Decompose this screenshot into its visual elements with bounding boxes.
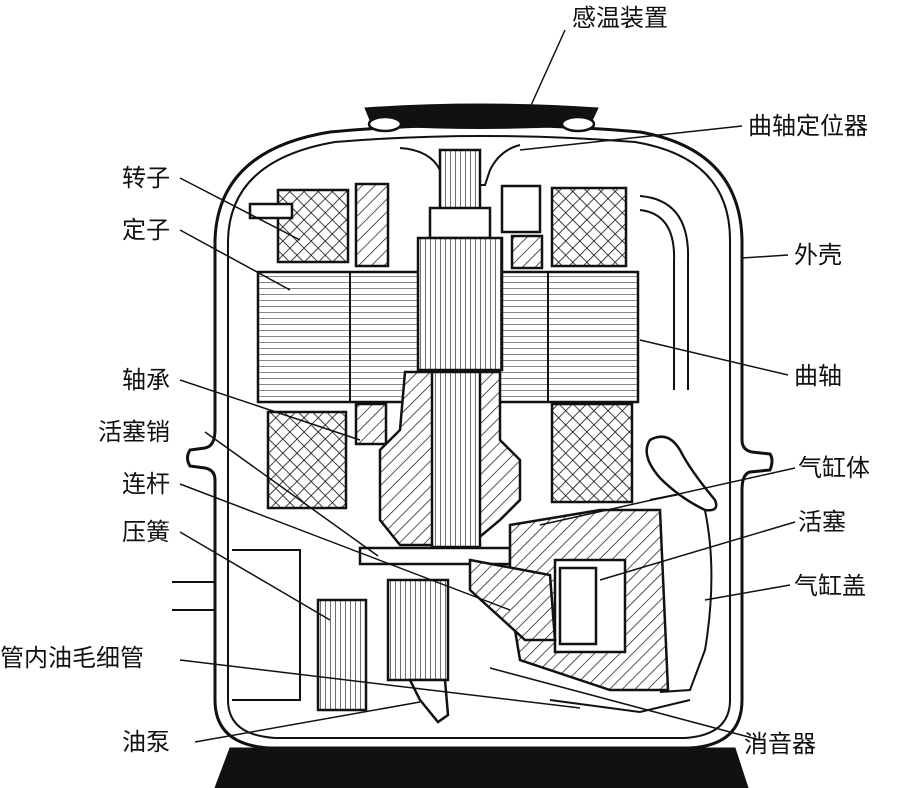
label-crankshaft: 曲轴	[794, 362, 842, 390]
label-muffler: 消音器	[744, 730, 816, 758]
rotor-upper-right	[510, 234, 544, 270]
rotor-lower-left	[354, 402, 388, 446]
connecting-rod	[468, 558, 557, 642]
oil-pump	[386, 578, 450, 682]
winding-upper-right	[550, 186, 628, 268]
shaft-core	[430, 370, 482, 549]
winding-lower-left	[266, 410, 348, 510]
thermostat-foot-right	[560, 115, 596, 133]
muffler	[645, 435, 718, 512]
label-stator: 定子	[122, 216, 170, 244]
crankshaft-top	[438, 148, 482, 212]
oil-pump-tip	[407, 678, 450, 724]
label-piston: 活塞	[798, 508, 846, 536]
label-cylinder-body: 气缸体	[798, 454, 870, 482]
piston	[558, 566, 598, 646]
label-bearing: 轴承	[122, 366, 170, 394]
label-cylinder-cover: 气缸盖	[794, 572, 866, 600]
discharge-tube-inner	[639, 209, 676, 390]
winding-upper-left	[276, 188, 350, 264]
winding-lower-right	[550, 402, 634, 504]
label-pressure-spring: 压簧	[122, 518, 170, 546]
label-piston-pin: 活塞销	[98, 418, 170, 446]
base-plate	[214, 747, 749, 788]
label-connecting-rod: 连杆	[122, 470, 170, 498]
crankshaft-body	[416, 236, 504, 372]
label-shell: 外壳	[794, 241, 842, 269]
oil-capillary-tube	[549, 699, 691, 714]
rotor-tab	[248, 202, 294, 220]
label-oil-pump: 油泵	[122, 728, 170, 756]
rotor-box	[500, 184, 542, 234]
mount-bracket-left	[232, 549, 301, 701]
thermostat-foot-left	[367, 115, 403, 133]
thermostat	[364, 103, 599, 129]
discharge-tube	[639, 195, 690, 390]
crankshaft-collar	[428, 206, 492, 240]
label-crank-locator: 曲轴定位器	[748, 112, 868, 140]
outer-shell	[186, 123, 774, 750]
outer-shell-inner	[227, 135, 731, 739]
rotor-upper-left	[354, 182, 390, 268]
label-thermostat: 感温装置	[572, 4, 668, 32]
label-rotor: 转子	[122, 164, 170, 192]
label-oil-capillary: 管内油毛细管	[0, 644, 144, 672]
